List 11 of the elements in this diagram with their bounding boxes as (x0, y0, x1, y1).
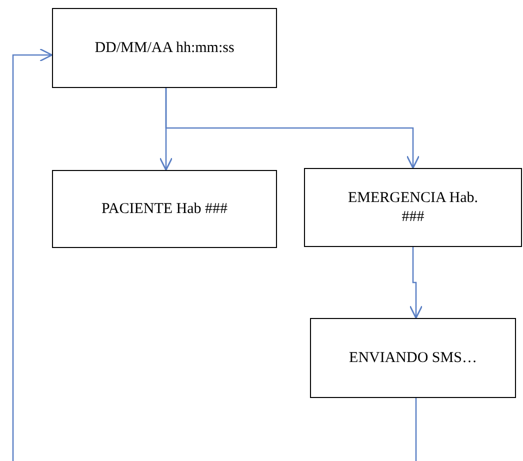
process-box (52, 8, 277, 88)
box-label: ENVIANDO SMS… (349, 348, 477, 368)
process-box (304, 168, 522, 247)
process-box (310, 318, 516, 398)
process-box (52, 170, 277, 248)
connector-arrow (409, 247, 423, 319)
box-label: EMERGENCIA Hab. ### (347, 188, 479, 226)
box-label: PACIENTE Hab ### (101, 200, 228, 218)
box-label: DD/MM/AA hh:mm:ss (94, 38, 234, 58)
connector-arrow (165, 88, 420, 169)
connector-arrow (12, 48, 53, 461)
